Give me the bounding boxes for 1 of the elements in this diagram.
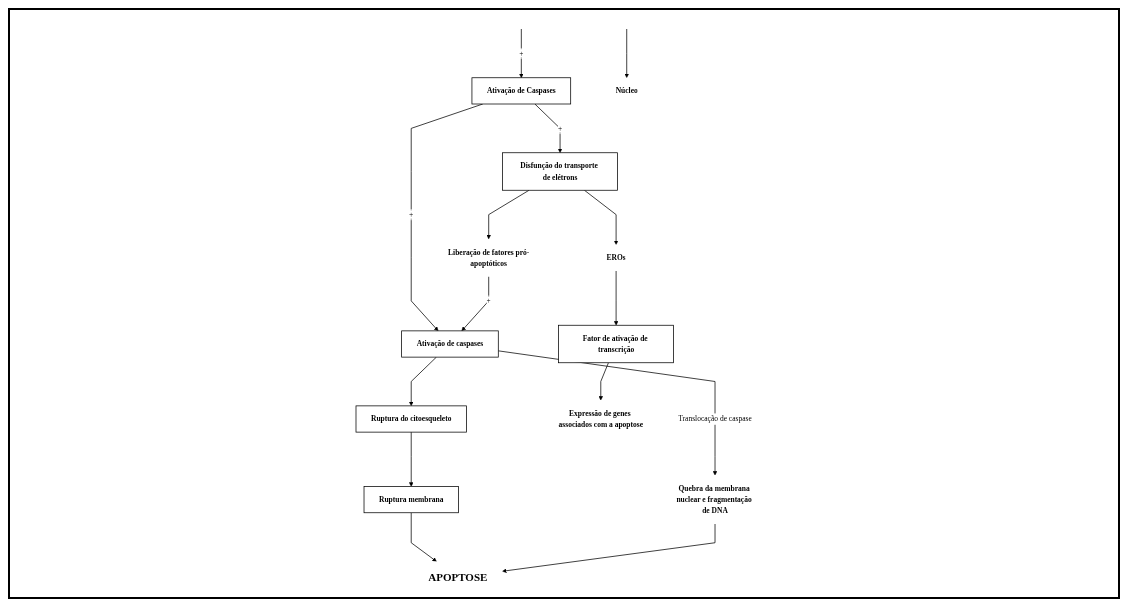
node-text: APOPTOSE (427, 571, 488, 584)
